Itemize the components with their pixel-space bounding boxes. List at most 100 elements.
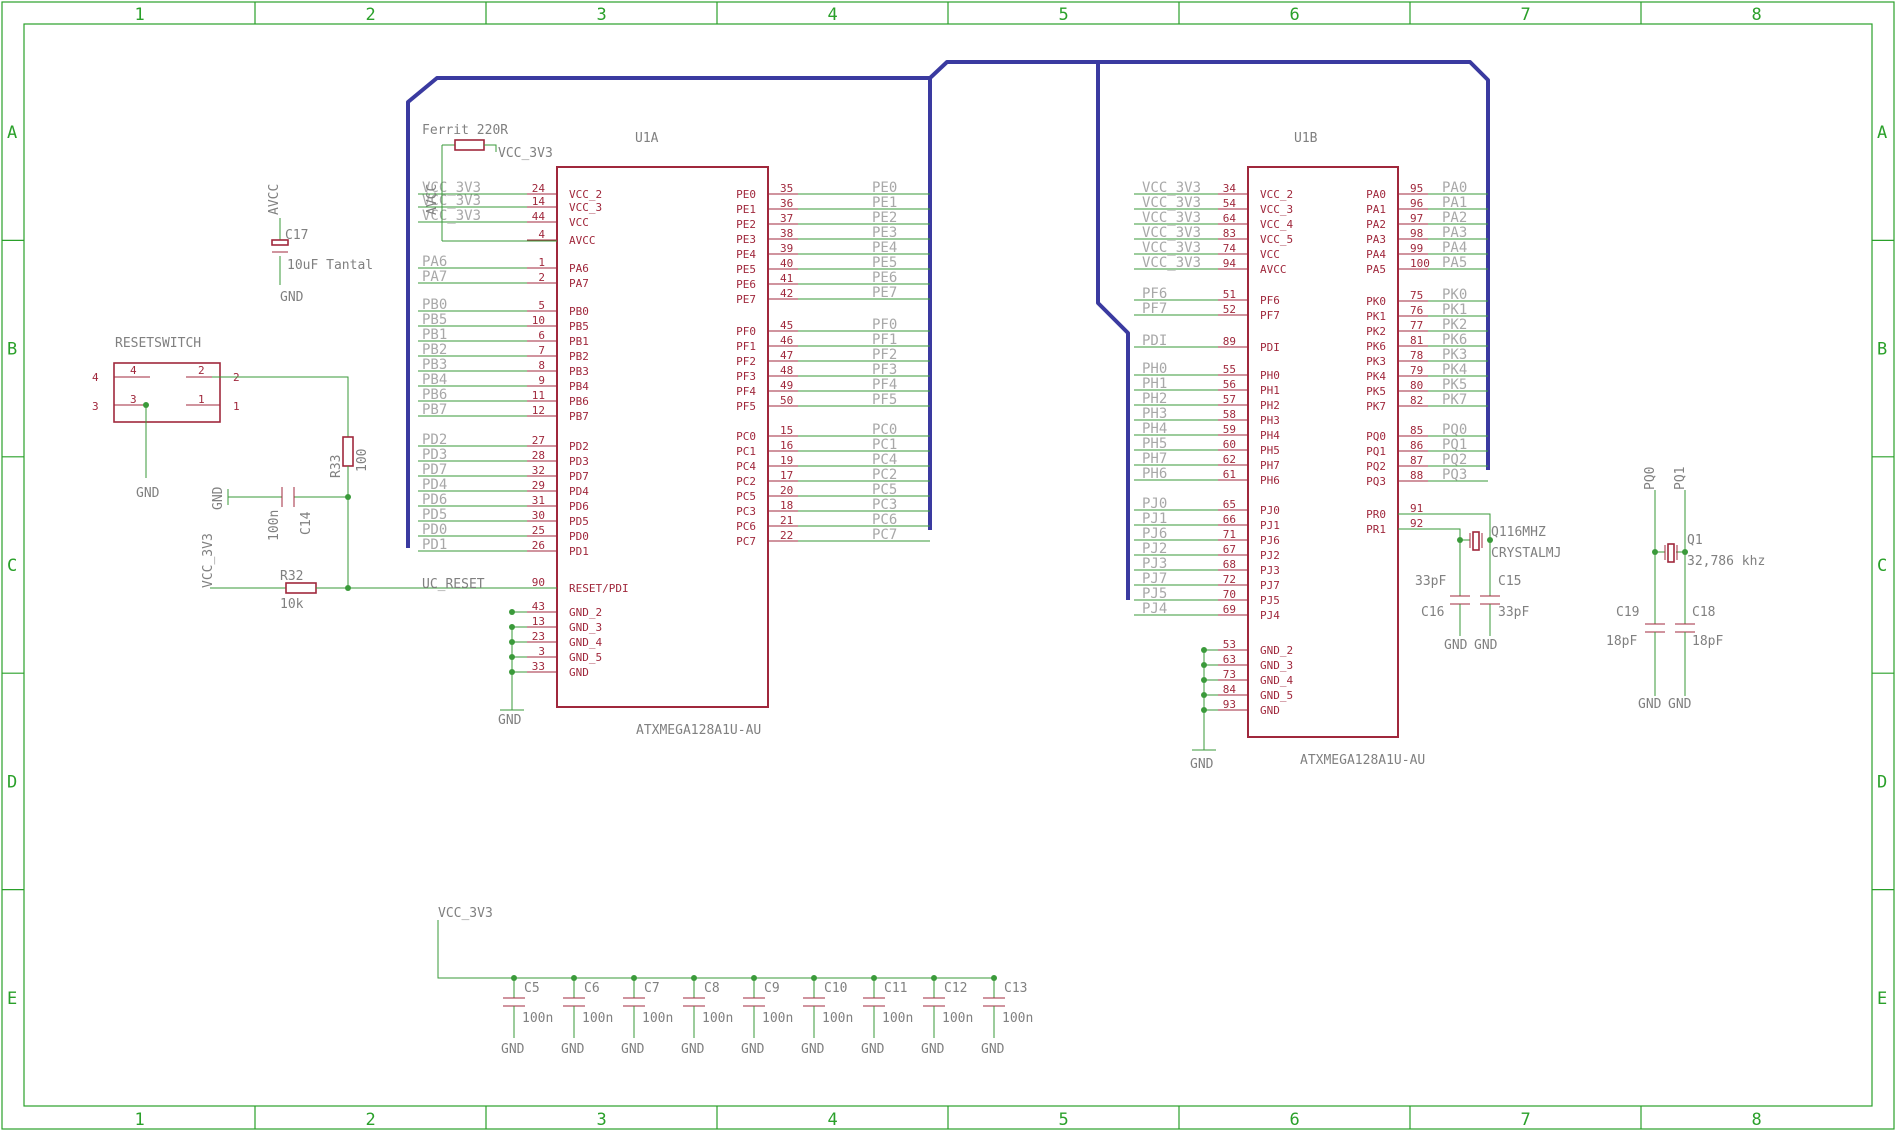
net-label: PQ2 [1442,452,1467,468]
pin-number: 3 [538,645,545,658]
pin-number: 84 [1223,683,1237,696]
c17-gnd: GND [280,290,304,305]
pin-function: PK2 [1366,325,1386,338]
pin-number: 71 [1223,528,1236,541]
net-label: PD0 [422,522,447,538]
net-label: PF3 [872,362,897,378]
reset-pin-1: 1 [198,393,205,406]
pin-function: PQ0 [1366,430,1386,443]
pin-number: 38 [780,227,793,240]
pin-function: PH0 [1260,369,1280,382]
net-label: PJ6 [1142,526,1167,542]
reset-switch[interactable]: RESETSWITCH 4 3 2 1 4 3 2 1 GND [92,336,349,501]
net-label: PE6 [872,270,897,286]
pin-number: 87 [1410,454,1423,467]
net-label: PH2 [1142,391,1167,407]
net-label: VCC_3V3 [1142,225,1201,241]
r32-resistor[interactable]: VCC_3V3 R32 10k UC_RESET [201,533,557,612]
net-label: PE1 [872,195,897,211]
frame-row-label-left: C [7,556,17,576]
pin-function: PB4 [569,380,589,393]
pin-number: 34 [1223,182,1237,195]
c14-capacitor[interactable]: GND 100n C14 [211,486,348,541]
net-label: PD6 [422,492,447,508]
decoupling-vcc: VCC_3V3 [438,906,493,921]
pin-function: PB2 [569,350,589,363]
junction-dot [509,609,515,615]
pin-number: 14 [532,195,546,208]
pin-function: GND_4 [1260,674,1293,687]
c17-value: 10uF Tantal [287,258,373,273]
u1b-gnd-label: GND [1190,757,1214,772]
net-label: PB4 [422,372,447,388]
pin-number: 23 [532,630,545,643]
net-label: PK1 [1442,302,1467,318]
pin-number: 75 [1410,289,1423,302]
pin-number: 24 [532,182,546,195]
net-label: PK2 [1442,317,1467,333]
pin-function: PQ3 [1366,475,1386,488]
pq1-net: PQ1 [1673,467,1688,490]
ferrite-bead[interactable]: Ferrit 220R VCC_3V3 AVCC [422,123,557,242]
pin-number: 21 [780,514,793,527]
pin-number: 58 [1223,408,1236,421]
pin-function: PH1 [1260,384,1280,397]
pin-function: PJ0 [1260,504,1280,517]
pin-function: VCC [569,216,589,229]
pin-number: 79 [1410,364,1423,377]
c19-name: C19 [1616,605,1639,620]
pin-function: PF6 [1260,294,1280,307]
pin-number: 89 [1223,335,1236,348]
net-label: PA7 [422,269,447,285]
reset-name: RESETSWITCH [115,336,201,351]
pin-number: 10 [532,314,545,327]
pin-function: PA3 [1366,233,1386,246]
net-label: VCC_3V3 [422,180,481,196]
pin-function: PH2 [1260,399,1280,412]
pin-number: 66 [1223,513,1236,526]
net-label: PC1 [872,437,897,453]
net-label: PJ1 [1142,511,1167,527]
decoupling-capacitors[interactable]: VCC_3V3 C5100nGNDC6100nGNDC7100nGNDC8100… [437,906,1033,1057]
c18-value: 18pF [1692,634,1723,649]
pin-function: PF5 [736,400,756,413]
pin-function: PC2 [736,475,756,488]
crystal-32khz[interactable]: PQ0 PQ1 Q1 32,786 khz C19 C18 18pF 18pF … [1606,467,1765,712]
pin-function: PB7 [569,410,589,423]
r33-resistor[interactable]: R33 100 [329,436,370,591]
pin-number: 28 [532,449,545,462]
net-label: PB6 [422,387,447,403]
crystal-32khz-value: 32,786 khz [1687,554,1765,569]
net-label: PH0 [1142,361,1167,377]
pin-function: PB6 [569,395,589,408]
pin-function: VCC_5 [1260,233,1293,246]
cap-value: 100n [942,1011,973,1026]
cap-name: C7 [644,981,660,996]
frame-col-label-bottom: 8 [1752,1110,1762,1130]
cap-value: 100n [702,1011,733,1026]
c17-capacitor[interactable]: AVCC C17 10uF Tantal GND [267,184,373,305]
frame-row-label-right: D [1877,772,1887,792]
net-label: PD5 [422,507,447,523]
crystal-16mhz[interactable]: Q116MHZ CRYSTALMJ 33pF C15 C16 33pF GND … [1398,513,1561,653]
pin-number: 68 [1223,558,1236,571]
cap-name: C5 [524,981,540,996]
cap-value: 100n [822,1011,853,1026]
pin-number: 47 [780,349,793,362]
pin-number: 5 [538,299,545,312]
pin-number: 62 [1223,453,1236,466]
pin-function: RESET/PDI [569,582,629,595]
pin-function: PF0 [736,325,756,338]
pin-function: PC4 [736,460,756,473]
net-label: PJ3 [1142,556,1167,572]
net-label: PE0 [872,180,897,196]
net-label: PB0 [422,297,447,313]
pin-number: 88 [1410,469,1423,482]
frame-row-label-left: B [7,340,17,360]
net-label: VCC_3V3 [1142,180,1201,196]
pin-number: 67 [1223,543,1236,556]
net-label: PA2 [1442,210,1467,226]
pin-number: 15 [780,424,793,437]
